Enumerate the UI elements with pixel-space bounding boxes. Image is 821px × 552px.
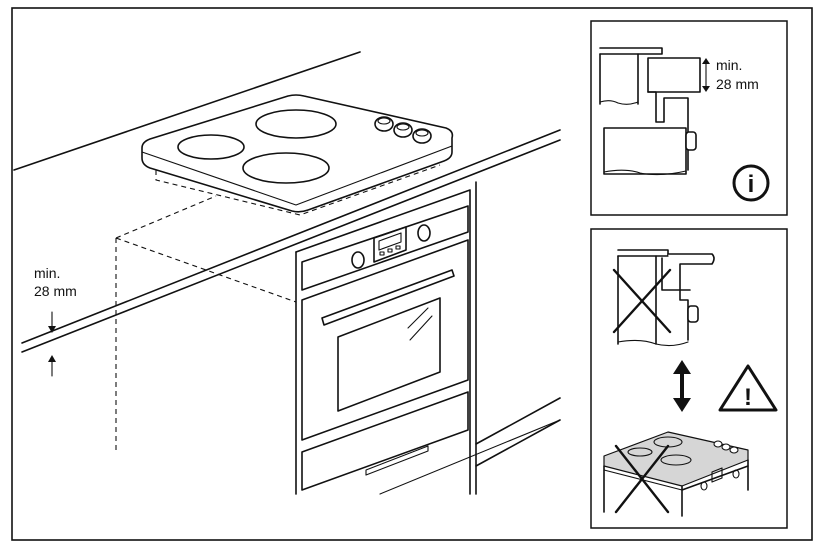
main-dimension bbox=[48, 311, 56, 377]
drawer-handle bbox=[365, 445, 429, 476]
info-panel: min. 28 mm i bbox=[590, 20, 788, 216]
wrong-example-top bbox=[612, 249, 715, 347]
info-dimension-label: 28 mm bbox=[716, 76, 759, 92]
wrong-example-bottom bbox=[603, 431, 749, 517]
oven-drawer bbox=[301, 391, 469, 491]
worktop-front-bottom bbox=[21, 139, 561, 353]
main-min-label: min. bbox=[34, 265, 60, 281]
info-panel-frame bbox=[590, 20, 788, 216]
oven-outer bbox=[295, 189, 471, 495]
worktop-back-edge bbox=[13, 51, 361, 171]
oven bbox=[295, 189, 471, 495]
cabinet-right-base-2 bbox=[475, 419, 561, 467]
svg-text:!: ! bbox=[744, 384, 752, 411]
worktop-front-top bbox=[21, 129, 561, 344]
oven-door bbox=[301, 239, 469, 441]
hob-front-edge bbox=[141, 145, 453, 206]
hob bbox=[141, 94, 454, 213]
oven-display bbox=[373, 226, 407, 263]
warning-icon: ! bbox=[718, 364, 778, 412]
outer-frame bbox=[11, 7, 813, 541]
info-min-label: min. bbox=[716, 57, 742, 73]
cutout-dashed-outline bbox=[115, 164, 441, 452]
hob-knobs bbox=[374, 116, 432, 144]
oven-knob-left bbox=[351, 251, 365, 269]
oven-knob-right bbox=[417, 224, 431, 242]
info-icon: i bbox=[732, 164, 770, 202]
oven-window bbox=[337, 297, 441, 412]
oven-handle bbox=[321, 269, 455, 326]
warning-panel-frame bbox=[590, 228, 788, 529]
hob-zone-left bbox=[177, 134, 245, 160]
swap-double-arrow-icon bbox=[673, 360, 691, 412]
hob-zone-back bbox=[255, 109, 337, 139]
svg-text:i: i bbox=[748, 171, 755, 198]
oven-control-panel bbox=[301, 205, 469, 291]
cabinet-right-base bbox=[475, 397, 561, 445]
hob-zone-front bbox=[242, 152, 330, 184]
main-figure: min. 28 mm bbox=[13, 51, 561, 495]
main-dimension-label: 28 mm bbox=[34, 283, 77, 299]
warning-panel: ! bbox=[590, 228, 788, 529]
